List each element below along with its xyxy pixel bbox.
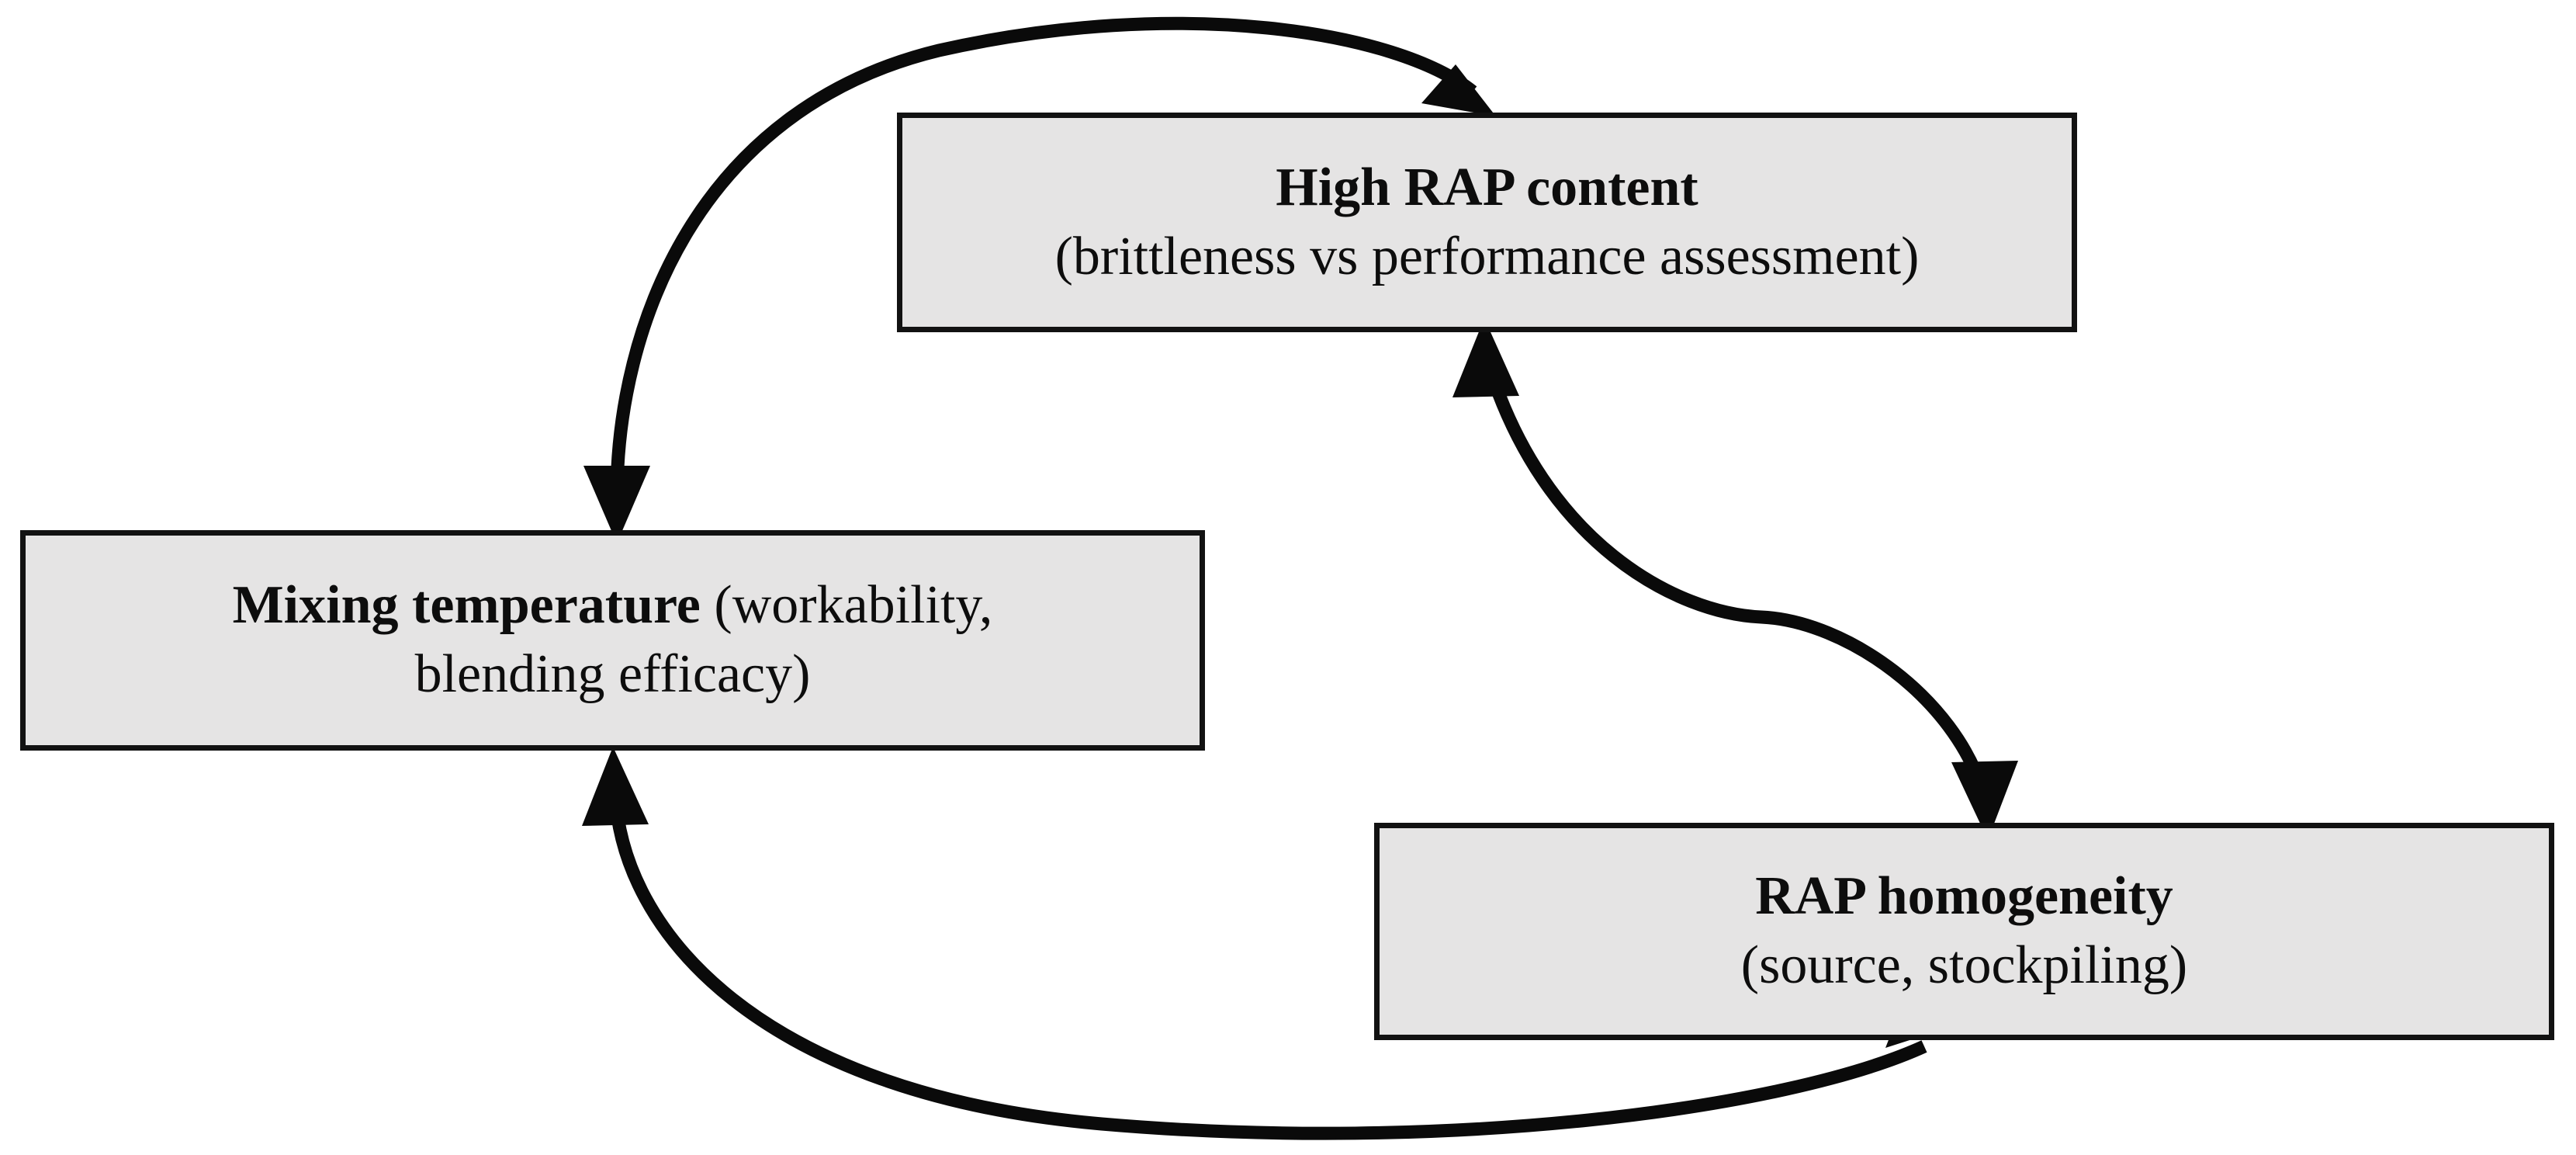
edge-homogeneity-to-mixing-arrowhead-start bbox=[582, 747, 649, 826]
node-rap-homogeneity[interactable]: RAP homogeneity (source, stockpiling) bbox=[1374, 823, 2554, 1040]
node-mixing-temperature-title-line: Mixing temperature (workability, bbox=[233, 574, 993, 638]
edge-mixing-to-high-rap-arrowhead-end bbox=[1421, 64, 1496, 116]
node-mixing-temperature-title-suffix: (workability, bbox=[700, 575, 993, 636]
edge-high-rap-to-homogeneity bbox=[1452, 318, 2018, 840]
node-rap-homogeneity-title: RAP homogeneity bbox=[1755, 866, 2173, 927]
node-mixing-temperature[interactable]: Mixing temperature (workability, blendin… bbox=[20, 530, 1205, 751]
node-mixing-temperature-title: Mixing temperature bbox=[232, 575, 701, 636]
node-high-rap-content[interactable]: High RAP content (brittleness vs perform… bbox=[897, 113, 2077, 332]
node-mixing-temperature-subtitle: blending efficacy) bbox=[414, 644, 811, 704]
node-high-rap-content-subtitle: (brittleness vs performance assessment) bbox=[1054, 226, 1920, 286]
edge-high-rap-to-homogeneity-path bbox=[1481, 361, 1990, 796]
node-rap-homogeneity-subtitle: (source, stockpiling) bbox=[1740, 935, 2188, 995]
node-high-rap-content-title: High RAP content bbox=[1276, 157, 1698, 217]
